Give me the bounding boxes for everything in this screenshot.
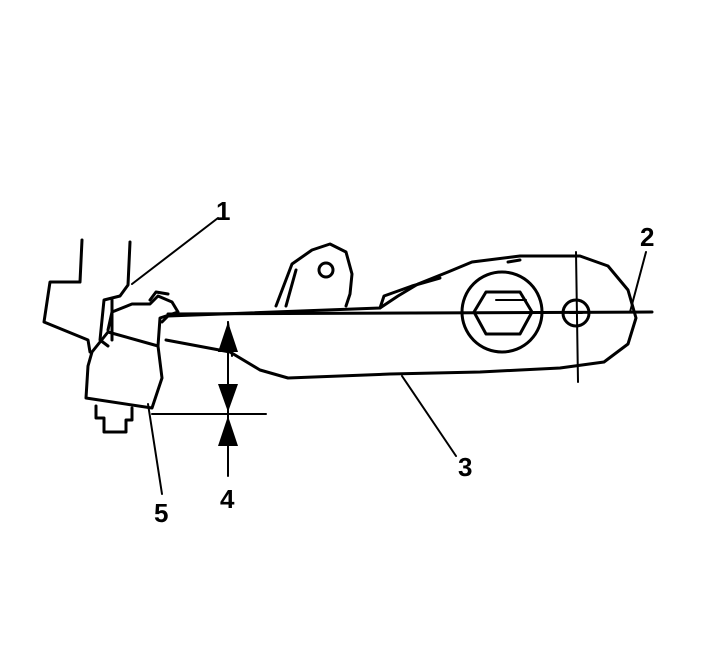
callout-2: 2 [640,222,654,252]
callout-5: 5 [154,498,168,528]
callout-3: 3 [458,452,472,482]
callout-1: 1 [216,196,230,226]
lever-tab [274,242,354,308]
reference-line [166,310,654,316]
arrow-down-icon [218,384,238,412]
callout-4: 4 [220,484,235,514]
leader-lines [131,217,647,495]
reference-hole [561,251,591,383]
switch-assembly [84,290,180,434]
measurement-dimension [151,321,267,477]
arrow-up-icon [218,322,238,352]
arrow-up-lower-icon [218,416,238,446]
